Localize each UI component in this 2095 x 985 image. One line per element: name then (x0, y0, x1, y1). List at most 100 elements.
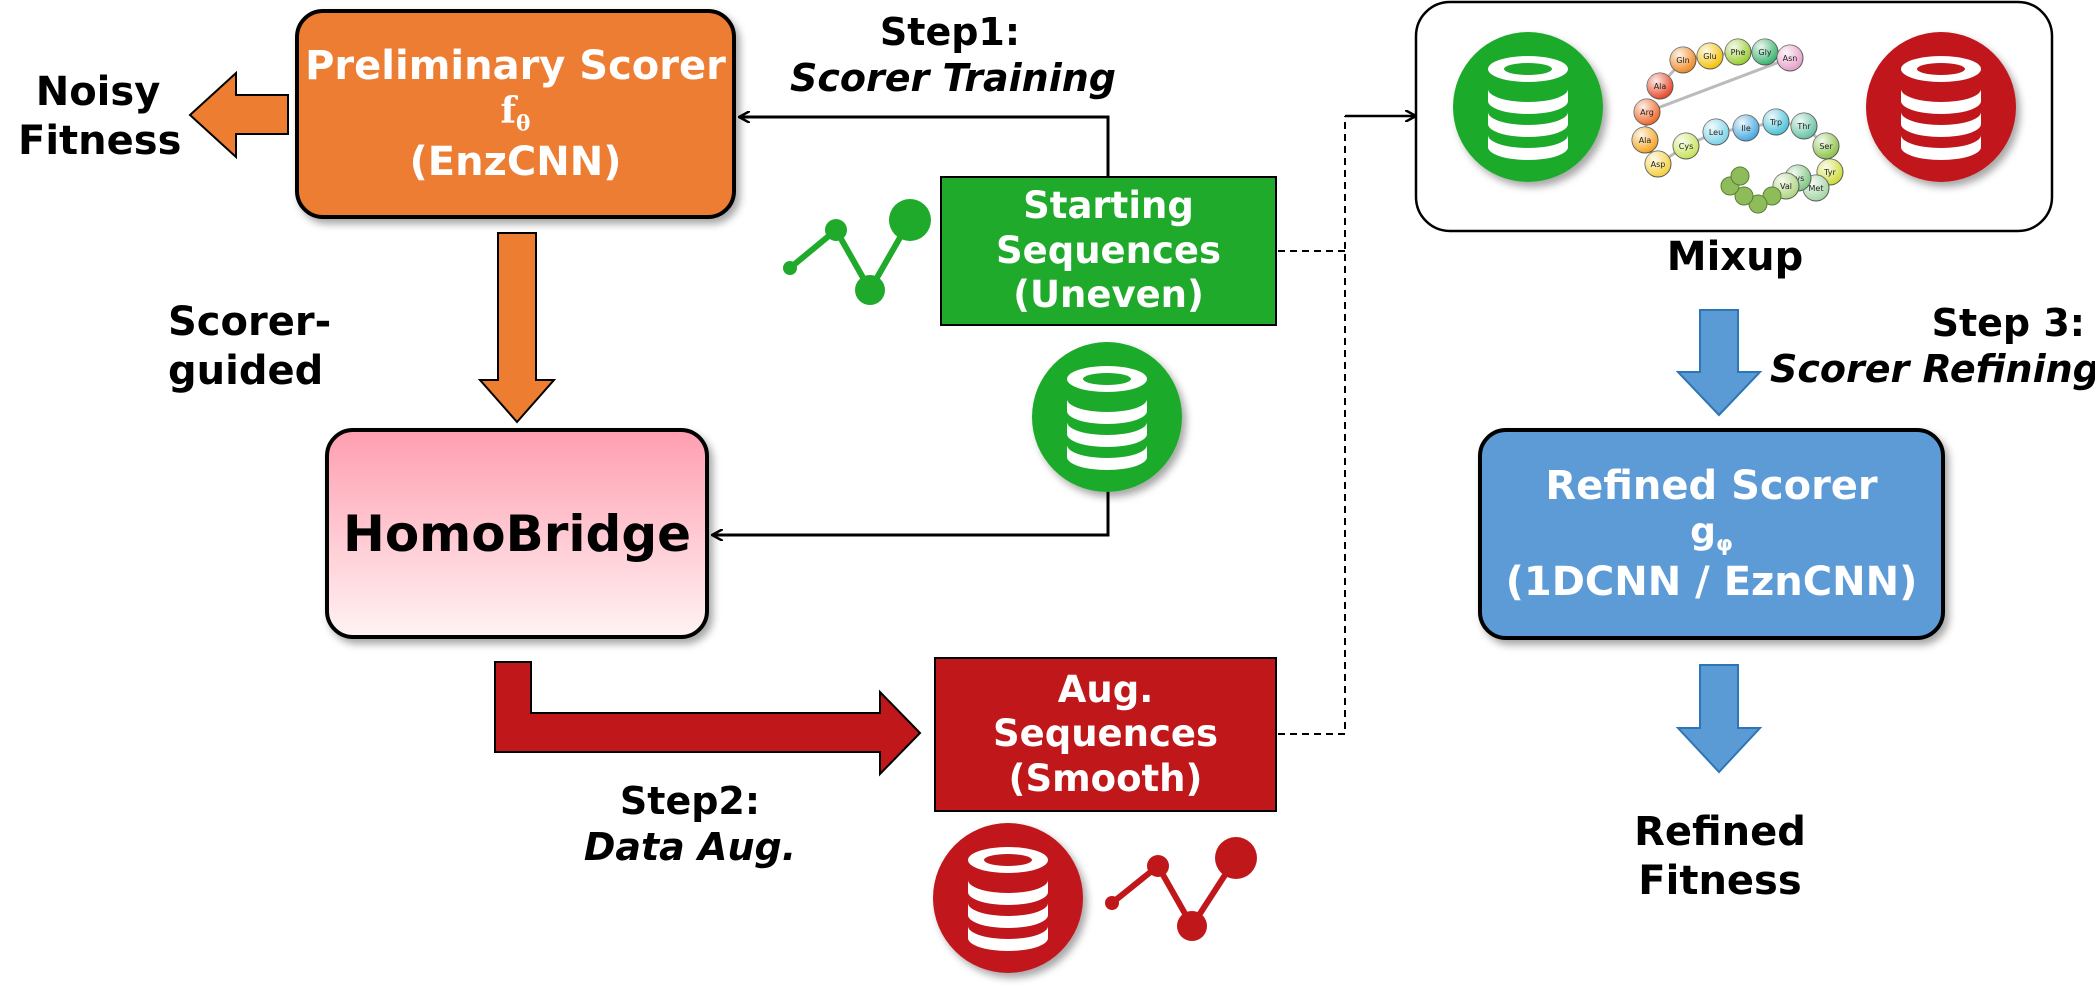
step2-label: Step2: Data Aug. (570, 778, 810, 871)
red-database-icon (933, 823, 1083, 973)
amino-acid-bead-highlight (1752, 39, 1778, 65)
aug-sequences-box (934, 657, 1277, 812)
scorer-guided-arrow (477, 232, 557, 424)
refined-scorer-symbol: gφ (1690, 510, 1733, 557)
uneven-landscape-icon (783, 199, 931, 305)
refined-scorer-symbol-letter: g (1690, 511, 1716, 553)
amino-acid-bead: Ala (1631, 126, 1659, 154)
refined-scorer-node: Refined Scorer gφ (1DCNN / EznCNN) (1480, 430, 1943, 638)
aug-sequences-line1: Aug. (1057, 667, 1154, 711)
mixup-green-database-icon (1453, 32, 1603, 182)
amino-acid-bead-highlight (1725, 39, 1751, 65)
starting-sequences-line2: Sequences (995, 228, 1222, 272)
amino-acid-bead: Gly (1751, 38, 1779, 66)
refined-scorer-title: Refined Scorer (1545, 463, 1878, 510)
starting-sequences-line3: (Uneven) (1013, 273, 1204, 317)
step1-connector (740, 117, 1110, 177)
starting-sequences-line1: Starting (1023, 184, 1194, 228)
step2-title: Step2: (619, 779, 761, 823)
step3-title: Step 3: (1931, 301, 2085, 345)
amino-acid-bead-label: Ser (1819, 142, 1833, 151)
amino-acid-bead: Ala (1646, 72, 1674, 100)
amino-acid-bead-label: Arg (1640, 108, 1654, 117)
amino-acid-bead-label: Tyr (1823, 168, 1836, 177)
noisy-fitness-label: Noisy Fitness (18, 68, 182, 166)
amino-acid-bead-highlight (1697, 43, 1723, 69)
amino-acid-bead-label: Thr (1796, 122, 1811, 131)
amino-acid-bead-highlight (1733, 115, 1759, 141)
amino-acid-bead-label: Leu (1709, 128, 1723, 137)
amino-acid-bead-highlight (1763, 109, 1789, 135)
amino-acid-bead-label: Val (1780, 182, 1792, 191)
preliminary-scorer-title: Preliminary Scorer (305, 43, 726, 90)
refined-scorer-model: (1DCNN / EznCNN) (1505, 558, 1918, 605)
amino-acid-bead-highlight (1647, 73, 1673, 99)
homobridge-label: HomoBridge (342, 504, 692, 563)
preliminary-scorer-model: (EnzCNN) (409, 138, 622, 185)
step1-title: Step1: (879, 10, 1021, 54)
amino-acid-bead-label: Cys (1679, 142, 1694, 151)
homobridge-box (325, 428, 709, 639)
amino-acid-bead-label: Asn (1783, 54, 1798, 63)
amino-acid-bead: Arg (1633, 98, 1661, 126)
amino-acid-bead-highlight (1703, 119, 1729, 145)
homobridge-node: HomoBridge (327, 430, 707, 637)
step1-subtitle: Scorer Training (790, 56, 1116, 101)
amino-acid-bead: Ser (1812, 132, 1840, 160)
amino-acid-bead-label: Ile (1741, 124, 1751, 133)
amino-acid-bead-highlight (1634, 99, 1660, 125)
amino-acid-bead-label: Met (1809, 184, 1824, 193)
aug-sequences-line2: Sequences (992, 712, 1219, 756)
amino-acid-bead-label: Phe (1731, 48, 1746, 57)
protein-tail-bead (1734, 186, 1754, 206)
scorer-guided-label: Scorer-guided (168, 299, 332, 394)
preliminary-scorer-symbol-letter: f (500, 90, 517, 133)
noisy-fitness-line2: Fitness (18, 117, 182, 164)
green-database-icon (1032, 342, 1182, 492)
step1-label: Step1: Scorer Training (790, 9, 1116, 102)
starting-sequences-box (940, 176, 1277, 326)
amino-acid-bead: Ile (1732, 114, 1760, 142)
starting-sequences-node: Starting Sequences (Uneven) (941, 177, 1276, 325)
amino-acid-bead-label: Ala (1639, 136, 1652, 145)
database-to-homobridge-connector (713, 490, 1110, 535)
amino-acid-bead: Leu (1702, 118, 1730, 146)
amino-acid-bead: Asn (1776, 44, 1804, 72)
amino-acid-bead-label: Gly (1758, 48, 1771, 57)
mixup-label: Mixup (1666, 234, 1804, 280)
aug-sequences-line3: (Smooth) (1008, 756, 1203, 800)
preliminary-scorer-symbol-subscript: θ (516, 111, 531, 137)
refined-fitness-line2: Fitness (1638, 857, 1802, 904)
amino-acid-bead-highlight (1632, 127, 1658, 153)
amino-acid-bead-highlight (1670, 47, 1696, 73)
noisy-fitness-arrow (188, 70, 289, 160)
refined-fitness-label: Refined Fitness (1600, 808, 1840, 906)
preliminary-scorer-symbol: fθ (501, 90, 531, 137)
amino-acid-bead-label: Trp (1769, 118, 1782, 127)
amino-acid-bead: Gln (1669, 46, 1697, 74)
smooth-landscape-icon (1105, 837, 1257, 941)
step3-subtitle: Scorer Refining (1770, 347, 2095, 392)
amino-acid-bead-highlight (1813, 133, 1839, 159)
amino-acid-bead-label: Lys (1792, 174, 1805, 183)
refined-fitness-arrow (1675, 664, 1763, 774)
aug-to-mixup-dashed (1278, 116, 1346, 735)
amino-acid-bead: Cys (1672, 132, 1700, 160)
preliminary-scorer-box (295, 9, 736, 219)
step2-arrow (494, 661, 922, 777)
refined-scorer-box (1478, 428, 1945, 640)
amino-acid-bead-highlight (1645, 151, 1671, 177)
amino-acid-bead: Glu (1696, 42, 1724, 70)
amino-acid-bead-highlight (1673, 133, 1699, 159)
amino-acid-bead-label: Glu (1703, 52, 1717, 61)
refined-fitness-line1: Refined (1634, 809, 1806, 855)
step3-label: Step 3: Scorer Refining (1770, 300, 2095, 393)
step3-arrow (1675, 309, 1763, 417)
amino-acid-bead-label: Asp (1651, 160, 1666, 169)
preliminary-scorer-node: Preliminary Scorer fθ (EnzCNN) (297, 11, 734, 217)
aug-sequences-node: Aug. Sequences (Smooth) (935, 658, 1276, 811)
amino-acid-bead: Phe (1724, 38, 1752, 66)
amino-acid-bead: Thr (1790, 112, 1818, 140)
